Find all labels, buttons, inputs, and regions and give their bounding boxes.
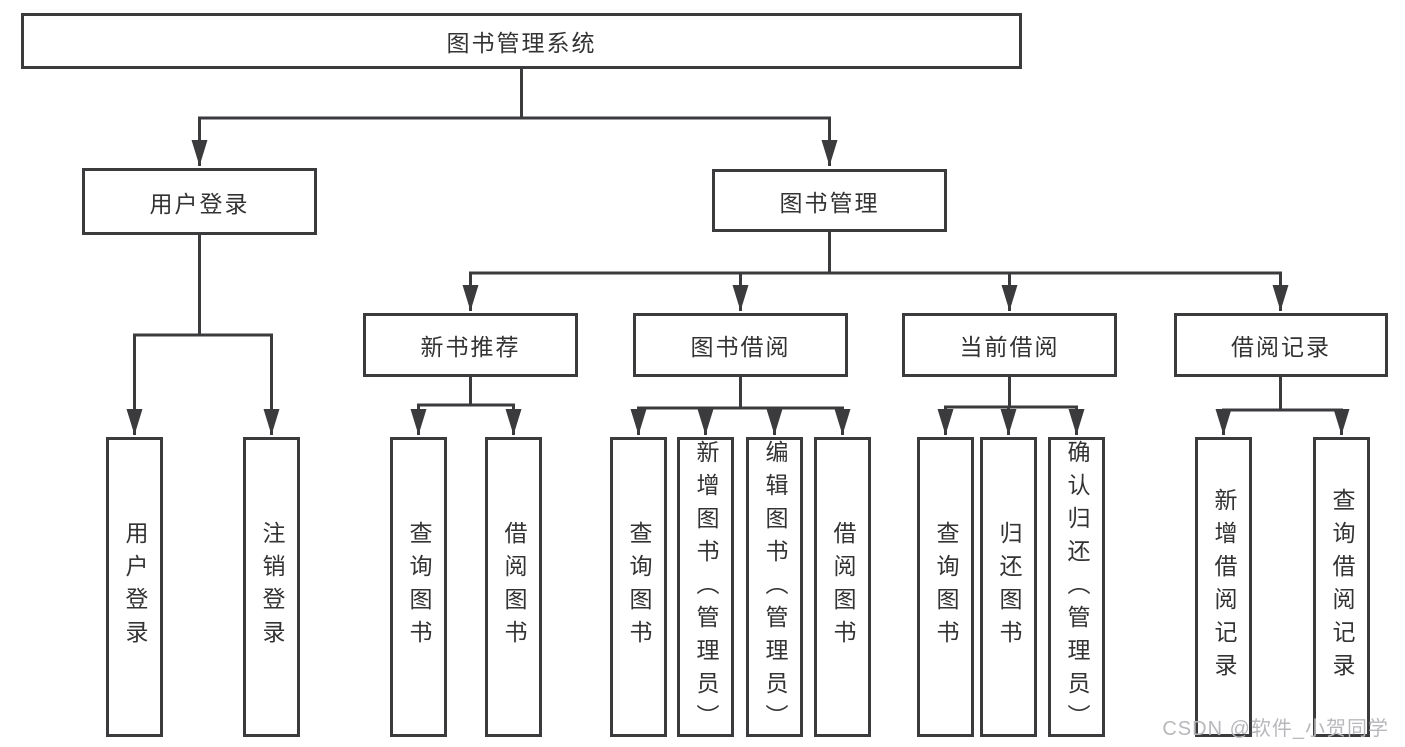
leaf-user-login: 用户登录 [106, 437, 163, 737]
node-book-borrow: 图书借阅 [633, 313, 848, 377]
leaf-query-borrow-record: 查询借阅记录 [1313, 437, 1370, 737]
node-label: 注销登录 [259, 521, 285, 653]
node-label: 查询图书 [626, 521, 652, 653]
node-user-login: 用户登录 [82, 168, 317, 235]
node-label: 新增图书（管理员） [693, 440, 719, 737]
node-borrow-records: 借阅记录 [1174, 313, 1388, 377]
leaf-add-borrow-record: 新增借阅记录 [1195, 437, 1252, 737]
node-new-book-recommend: 新书推荐 [363, 313, 578, 377]
leaf-query-books-borrow: 查询图书 [610, 437, 667, 737]
node-label: 新书推荐 [420, 334, 521, 360]
leaf-logout: 注销登录 [243, 437, 300, 737]
node-current-borrow: 当前借阅 [902, 313, 1117, 377]
node-label: 归还图书 [996, 521, 1022, 653]
node-label: 图书管理系统 [446, 30, 597, 56]
node-label: 编辑图书（管理员） [762, 440, 788, 737]
node-label: 当前借阅 [959, 334, 1060, 360]
node-label: 查询图书 [406, 521, 432, 653]
node-label: 借阅图书 [501, 521, 527, 653]
node-label: 新增借阅记录 [1211, 488, 1237, 686]
node-label: 借阅记录 [1231, 334, 1331, 360]
node-root-library-system: 图书管理系统 [21, 13, 1022, 69]
leaf-add-book-admin: 新增图书（管理员） [677, 437, 734, 737]
leaf-return-book: 归还图书 [980, 437, 1037, 737]
leaf-edit-book-admin: 编辑图书（管理员） [746, 437, 803, 737]
node-label: 查询图书 [933, 521, 959, 653]
node-book-management: 图书管理 [712, 169, 947, 232]
leaf-confirm-return-admin: 确认归还（管理员） [1048, 437, 1105, 737]
node-label: 借阅图书 [830, 521, 856, 653]
node-label: 用户登录 [122, 521, 148, 653]
leaf-query-books-current: 查询图书 [917, 437, 974, 737]
leaf-query-books-recommend: 查询图书 [390, 437, 447, 737]
leaf-borrow-books-recommend: 借阅图书 [485, 437, 542, 737]
connectors-group [126, 67, 1350, 435]
node-label: 图书管理 [779, 189, 880, 216]
node-label: 确认归还（管理员） [1064, 440, 1090, 737]
node-label: 用户登录 [149, 190, 250, 217]
leaf-borrow-books: 借阅图书 [814, 437, 871, 737]
node-label: 图书借阅 [690, 334, 791, 360]
node-label: 查询借阅记录 [1329, 488, 1355, 686]
